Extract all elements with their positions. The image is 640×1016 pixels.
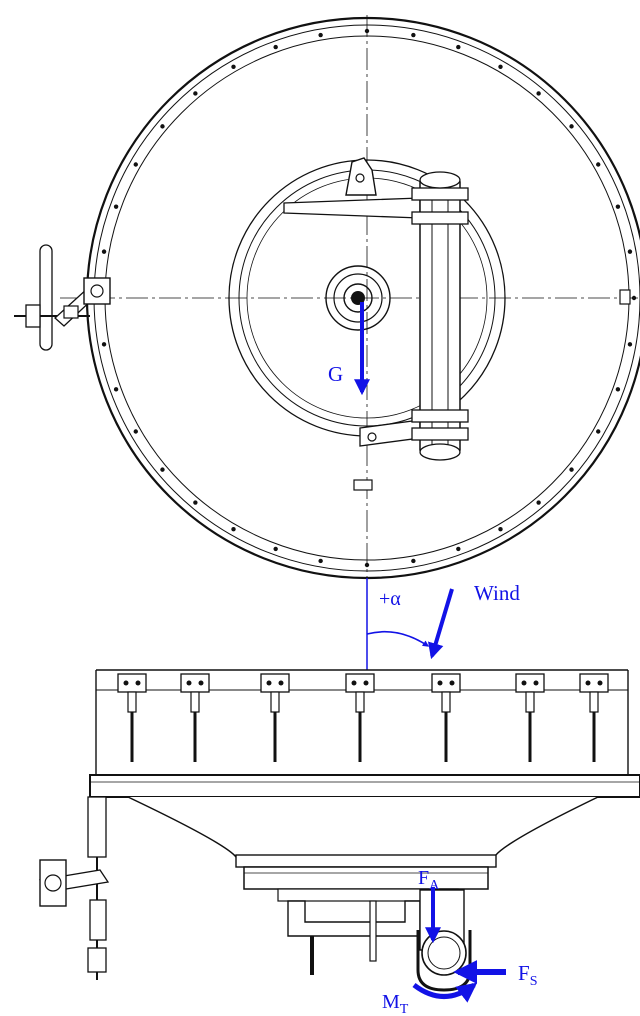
side-view [38,669,640,992]
bolt [101,342,107,347]
gravity-force: G [328,302,370,396]
pole-section-inner [427,936,461,970]
top-bracket [345,157,377,196]
moment-label: MT [382,991,409,1016]
bolt [627,249,633,254]
wind-annotation: +α Wind [366,578,520,670]
bolt [569,467,574,472]
radome-clip [515,673,545,762]
bolt [627,342,633,347]
dish-ring [235,854,497,868]
hub-mid [333,273,383,323]
bolt [231,527,236,532]
hub-housing [243,866,489,890]
bolt [133,162,138,167]
bolt [411,32,416,38]
rim-latch [619,289,631,305]
upper-arm [283,197,421,219]
torque-moment: MT [382,982,478,1016]
radome-clip [345,673,375,762]
radome-clip [431,673,461,762]
clamp-top-2 [411,211,469,225]
clip-row [117,673,609,762]
bolt [193,91,198,96]
lower-arm-pin [367,432,377,442]
side-mount [14,244,111,351]
clamp-top [411,187,469,201]
bolt [411,558,416,564]
feed-mount-tube [419,181,461,451]
bolt [536,500,541,505]
bolt [113,204,119,209]
tube-end-bottom [419,443,461,461]
side-mount-bracket [38,796,110,980]
bolt [160,124,165,129]
bolt [536,91,541,96]
bolt [364,28,370,34]
bolt [101,249,107,254]
bolt [318,558,323,564]
pole-section [421,930,467,976]
bolt [456,546,461,552]
rod [369,900,377,962]
bolt [631,295,637,301]
radome-clip [117,673,147,762]
curved-arrow-icon [412,982,478,1003]
hub-outer [325,265,391,331]
axial-force: FA [418,867,441,944]
bolt [569,124,574,129]
wind-label: Wind [474,581,520,605]
bolt [231,64,236,69]
lower-arm [359,419,421,447]
bolt [273,44,278,50]
top-bracket-hole [355,173,365,183]
bolt [193,500,198,505]
hub-inner [343,283,373,313]
gravity-label: G [328,362,343,386]
radome-clip [579,673,609,762]
bolt-ring [97,28,637,568]
bolt [160,467,165,472]
hub-core [351,291,365,305]
arrow-diagonal-icon [427,588,454,660]
drain-marker [353,479,373,491]
alpha-label: +α [379,588,401,610]
tube-end-top [419,171,461,189]
bolt [133,429,138,434]
dish-body [127,796,599,863]
side-force-label: FS [518,961,537,989]
bolt [318,32,323,38]
clamp-bottom [411,409,469,423]
bolt [615,204,621,209]
mount-arm [287,900,421,937]
top-view [14,15,640,580]
bolt [113,387,119,392]
alpha-arc [366,630,430,647]
bolt [498,527,503,532]
clamp-bottom-2 [411,427,469,441]
bolt [498,64,503,69]
bolt [596,162,601,167]
main-flange [89,774,640,798]
radome-clip [260,673,290,762]
radome-clip [180,673,210,762]
bolt [364,562,370,568]
bolt [273,546,278,552]
bolt [456,44,461,50]
side-force: FS [453,960,537,989]
bolt [615,387,621,392]
bolt [596,429,601,434]
axial-force-label: FA [418,867,440,893]
